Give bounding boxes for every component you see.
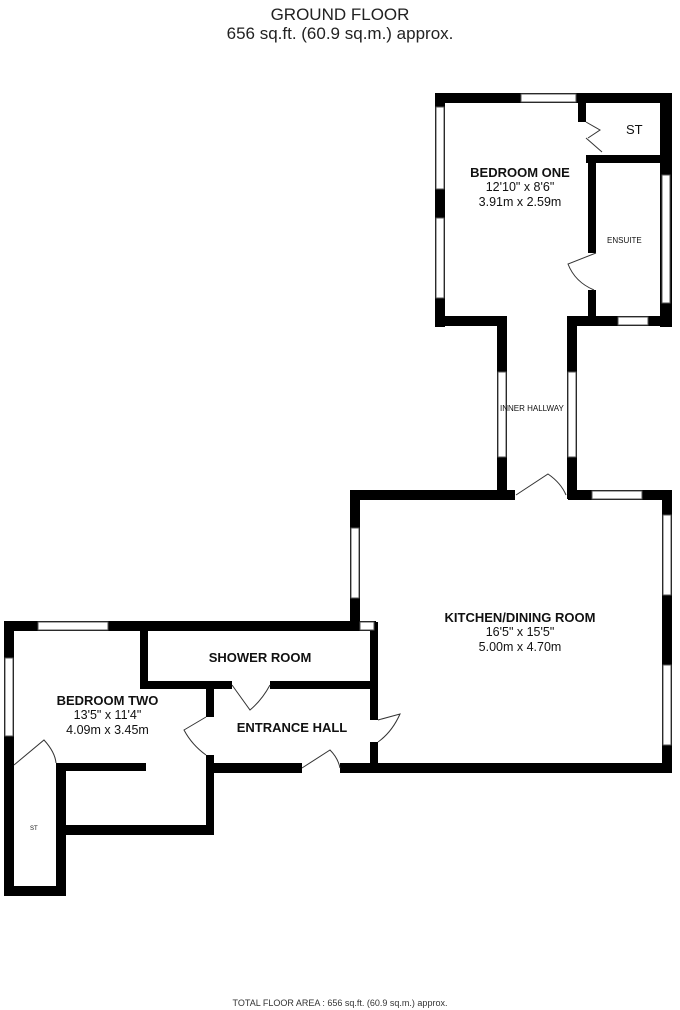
room-label-store-one: ST [626,122,643,137]
room-label-shower-room: SHOWER ROOM [190,650,330,665]
window [520,93,577,103]
window [37,621,109,631]
doors [13,121,603,769]
room-name: SHOWER ROOM [208,650,312,665]
room-label-entrance-hall: ENTRANCE HALL [222,720,362,735]
wall [4,621,14,896]
wall [140,681,232,689]
wall [4,886,66,896]
room-label-ensuite: ENSUITE [607,236,642,245]
total-floor-area: TOTAL FLOOR AREA : 656 sq.ft. (60.9 sq.m… [232,998,448,1008]
window [350,527,360,599]
room-label-inner-hallway: INNER HALLWAY [500,404,564,413]
room-dimensions-imperial: 16'5" x 15'5" [485,625,555,639]
wall [56,763,146,771]
door-swing [231,684,271,711]
wall [340,763,672,773]
floor-title: GROUND FLOOR [270,5,410,24]
door-swing [585,121,603,153]
room-name: KITCHEN/DINING ROOM [444,610,596,625]
wall [370,622,378,720]
room-dimensions-metric: 4.09m x 3.45m [66,723,149,737]
room-label-bedroom-two: BEDROOM TWO 13'5" x 11'4" 4.09m x 3.45m [40,693,175,738]
wall [435,93,445,327]
wall [588,290,596,320]
room-label-store-two: ST [30,826,38,832]
floor-area: 656 sq.ft. (60.9 sq.m.) approx. [226,24,454,43]
window [661,174,671,304]
door-swing [301,749,341,769]
wall [578,100,586,122]
door-swing [515,473,567,496]
wall [270,681,376,689]
room-name: BEDROOM TWO [56,693,159,708]
window [662,514,672,596]
room-dimensions-metric: 5.00m x 4.70m [478,640,562,654]
room-label-kitchen-dining: KITCHEN/DINING ROOM 16'5" x 15'5" 5.00m … [430,610,610,655]
window [4,657,14,737]
window [591,490,643,500]
wall [662,490,672,773]
wall [206,763,302,773]
window [435,217,445,299]
wall [140,624,148,688]
wall [206,685,214,717]
wall [350,490,515,500]
wall [588,155,596,253]
window [435,106,445,190]
window [359,621,375,631]
room-name: ENTRANCE HALL [236,720,348,735]
windows [4,93,672,746]
wall [56,825,214,835]
door-swing [567,252,597,291]
walls [4,93,672,896]
door-swing [13,739,57,766]
window [617,316,649,326]
window [497,371,507,458]
room-dimensions-imperial: 12'10" x 8'6" [485,180,555,194]
wall [206,755,214,835]
wall [586,155,670,163]
room-dimensions-imperial: 13'5" x 11'4" [73,708,142,722]
window [662,664,672,746]
room-label-bedroom-one: BEDROOM ONE 12'10" x 8'6" 3.91m x 2.59m [455,165,585,210]
door-swing [377,713,401,743]
room-dimensions-metric: 3.91m x 2.59m [478,195,562,209]
room-name: BEDROOM ONE [470,165,570,180]
wall [435,316,507,326]
door-swing [183,716,207,756]
wall [370,742,378,772]
wall [4,621,376,631]
window [567,371,577,458]
